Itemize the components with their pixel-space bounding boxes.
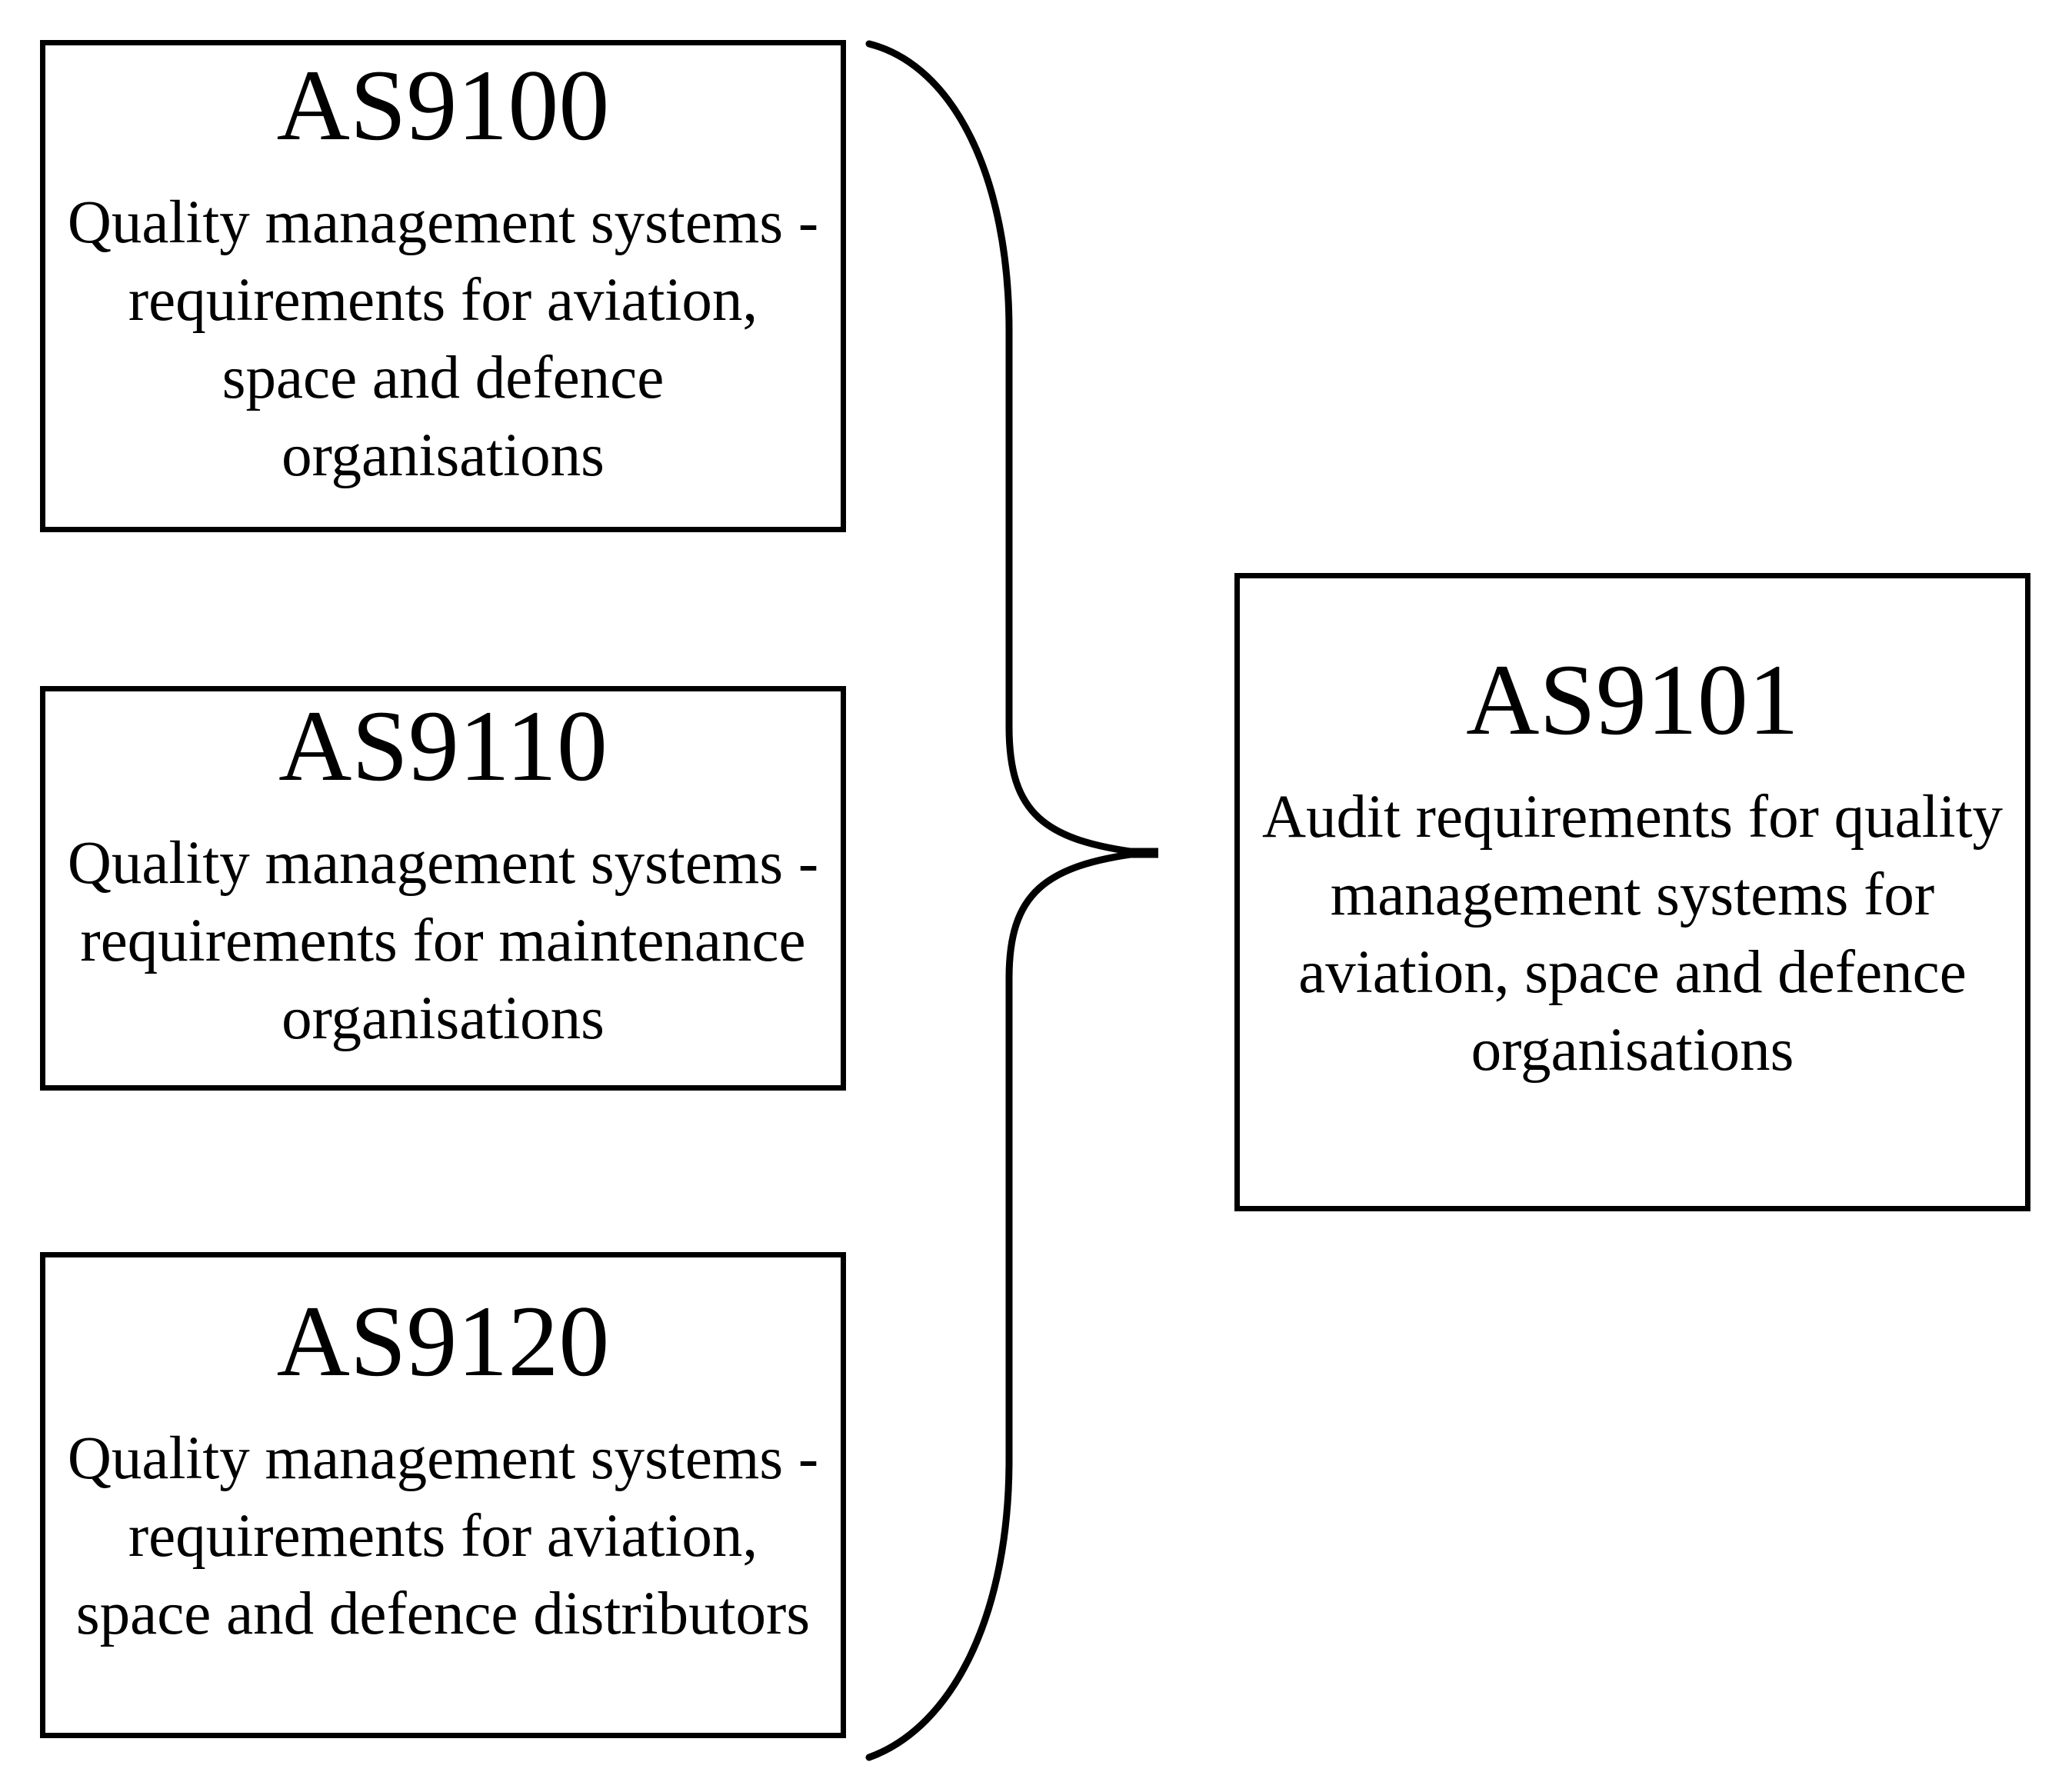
box-text-line: Quality management systems -	[67, 830, 819, 898]
box-text-line: requirements for aviation,	[128, 266, 758, 334]
box-as9100: AS9100 Quality management systems - requ…	[40, 40, 846, 532]
box-text-line: space and defence	[222, 344, 665, 411]
box-as9120-title: AS9120	[276, 1284, 610, 1398]
box-text-line: organisations	[281, 422, 605, 490]
box-as9110-title: AS9110	[278, 689, 608, 803]
box-text-line: Quality management systems -	[67, 188, 819, 256]
box-text-line: requirements for aviation,	[128, 1503, 758, 1570]
box-as9101: AS9101 Audit requirements for quality ma…	[1234, 573, 2030, 1211]
box-text-line: requirements for maintenance	[80, 908, 806, 975]
box-as9101-title: AS9101	[1466, 642, 1799, 756]
curly-brace-path	[865, 40, 1142, 1761]
box-text-line: management systems for	[1330, 861, 1935, 928]
box-as9110: AS9110 Quality management systems - requ…	[40, 686, 846, 1091]
box-text-line: aviation, space and defence	[1298, 938, 1967, 1006]
box-text-line: organisations	[281, 985, 605, 1053]
box-as9100-title: AS9100	[276, 48, 610, 162]
box-text-line: organisations	[1471, 1017, 1794, 1084]
box-text-line: Quality management systems -	[67, 1425, 819, 1493]
box-text-line: Audit requirements for quality	[1261, 783, 2004, 851]
box-as9120: AS9120 Quality management systems - requ…	[40, 1252, 846, 1738]
box-text-line: space and defence distributors	[75, 1580, 811, 1648]
